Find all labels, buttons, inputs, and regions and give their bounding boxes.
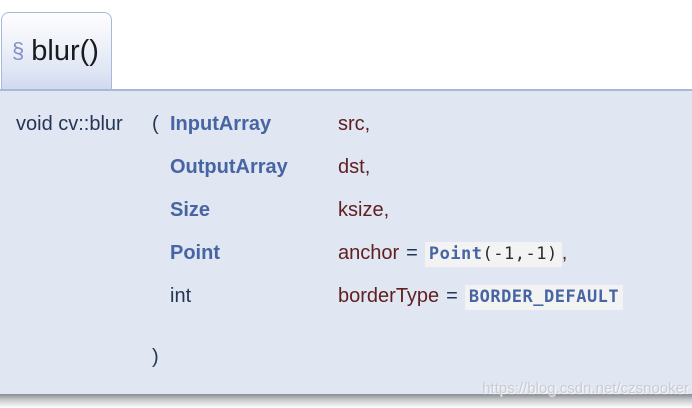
function-prototype-box: void cv::blur ( InputArray src, OutputAr… [0, 89, 692, 394]
code-literal: (-1,-1) [482, 244, 558, 264]
type-plain-int: int [170, 285, 192, 307]
param-separator: , [364, 113, 371, 135]
param-row-dst: OutputArray dst, [16, 147, 623, 190]
member-title-tab: § blur() [1, 12, 112, 89]
function-signature-table: void cv::blur ( InputArray src, OutputAr… [16, 104, 624, 380]
csdn-watermark: https://blog.csdn.net/czsnooker [482, 380, 689, 397]
default-value-code: BORDER_DEFAULT [464, 285, 624, 310]
close-paren-row: ) [16, 319, 623, 380]
open-paren: ( [152, 113, 159, 135]
type-link-outputarray[interactable]: OutputArray [170, 156, 288, 178]
param-name-dst: dst [338, 156, 365, 178]
param-name-anchor: anchor [338, 242, 400, 264]
code-link-border-default[interactable]: BORDER_DEFAULT [468, 287, 620, 307]
page-title: blur() [31, 34, 99, 67]
param-separator: , [364, 156, 371, 178]
box-drop-shadow [0, 394, 692, 408]
type-link-size[interactable]: Size [170, 199, 211, 221]
equals-sign: = [406, 242, 418, 264]
code-link-point[interactable]: Point [428, 244, 483, 264]
param-row-anchor: Point anchor=Point(-1,-1), [16, 233, 623, 276]
type-link-inputarray[interactable]: InputArray [170, 113, 272, 135]
close-paren: ) [152, 346, 159, 368]
param-name-src: src [338, 113, 365, 135]
section-permalink-icon[interactable]: § [12, 38, 25, 63]
function-name: void cv::blur [16, 113, 123, 135]
param-separator: , [561, 242, 568, 264]
type-link-point[interactable]: Point [170, 242, 220, 264]
param-row-src: void cv::blur ( InputArray src, [16, 104, 623, 147]
param-separator: , [383, 199, 390, 221]
param-row-bordertype: int borderType = BORDER_DEFAULT [16, 276, 624, 319]
equals-sign: = [446, 285, 458, 307]
default-value-code: Point(-1,-1) [424, 242, 562, 267]
param-row-ksize: Size ksize, [16, 190, 623, 233]
param-name-ksize: ksize [338, 199, 384, 221]
param-name-bordertype: borderType [338, 285, 440, 307]
